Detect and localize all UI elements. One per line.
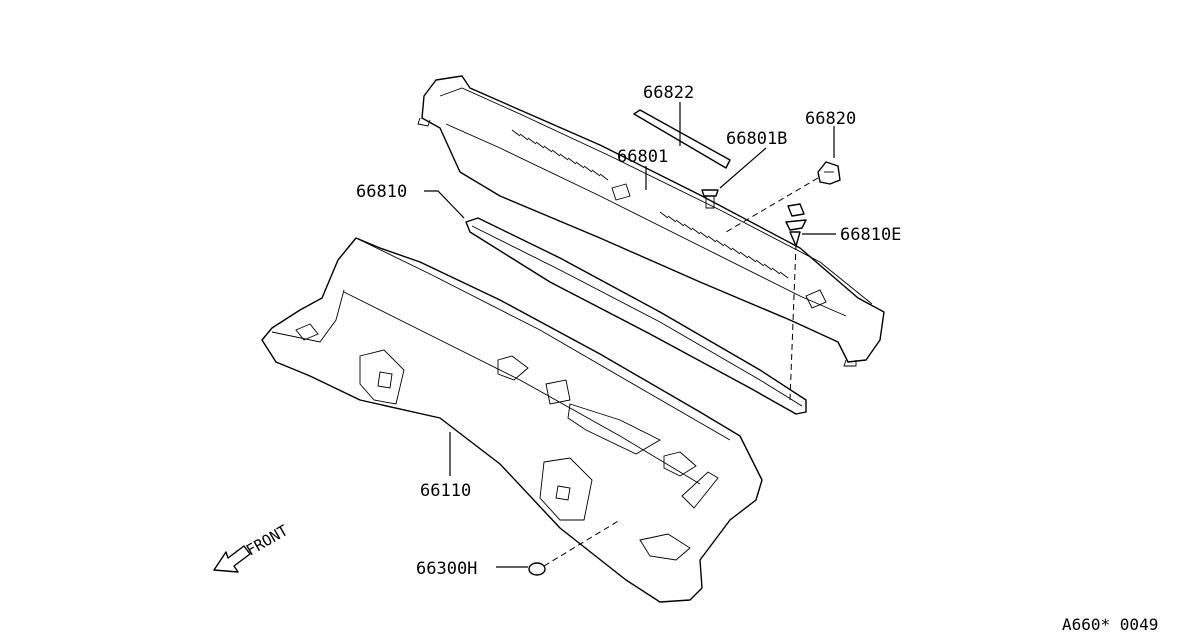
part-label-66810: 66810: [356, 182, 407, 202]
cowl-lower-panel: [261, 237, 763, 603]
part-label-66110: 66110: [420, 481, 471, 501]
part-label-66801: 66801: [617, 147, 668, 167]
clip-66810E: [785, 203, 807, 247]
cowl-top-panel: [417, 75, 885, 367]
plug-66300H: [528, 562, 546, 576]
part-label-66300H: 66300H: [416, 559, 477, 579]
cowl-top-strip-66822: [633, 109, 731, 169]
leader-lines: [424, 102, 836, 568]
diagram-code: A660* 0049: [1062, 615, 1158, 634]
part-label-66801B: 66801B: [726, 129, 787, 149]
part-label-66822: 66822: [643, 83, 694, 103]
front-arrow-icon: [213, 545, 251, 573]
front-label: FRONT: [243, 521, 291, 559]
vent-slots: [511, 129, 789, 279]
screw-66801B: [701, 189, 719, 209]
part-label-66810E: 66810E: [840, 225, 901, 245]
part-label-66820: 66820: [805, 109, 856, 129]
cowl-seal-strip: [465, 217, 807, 415]
grommet-66820: [817, 161, 841, 185]
